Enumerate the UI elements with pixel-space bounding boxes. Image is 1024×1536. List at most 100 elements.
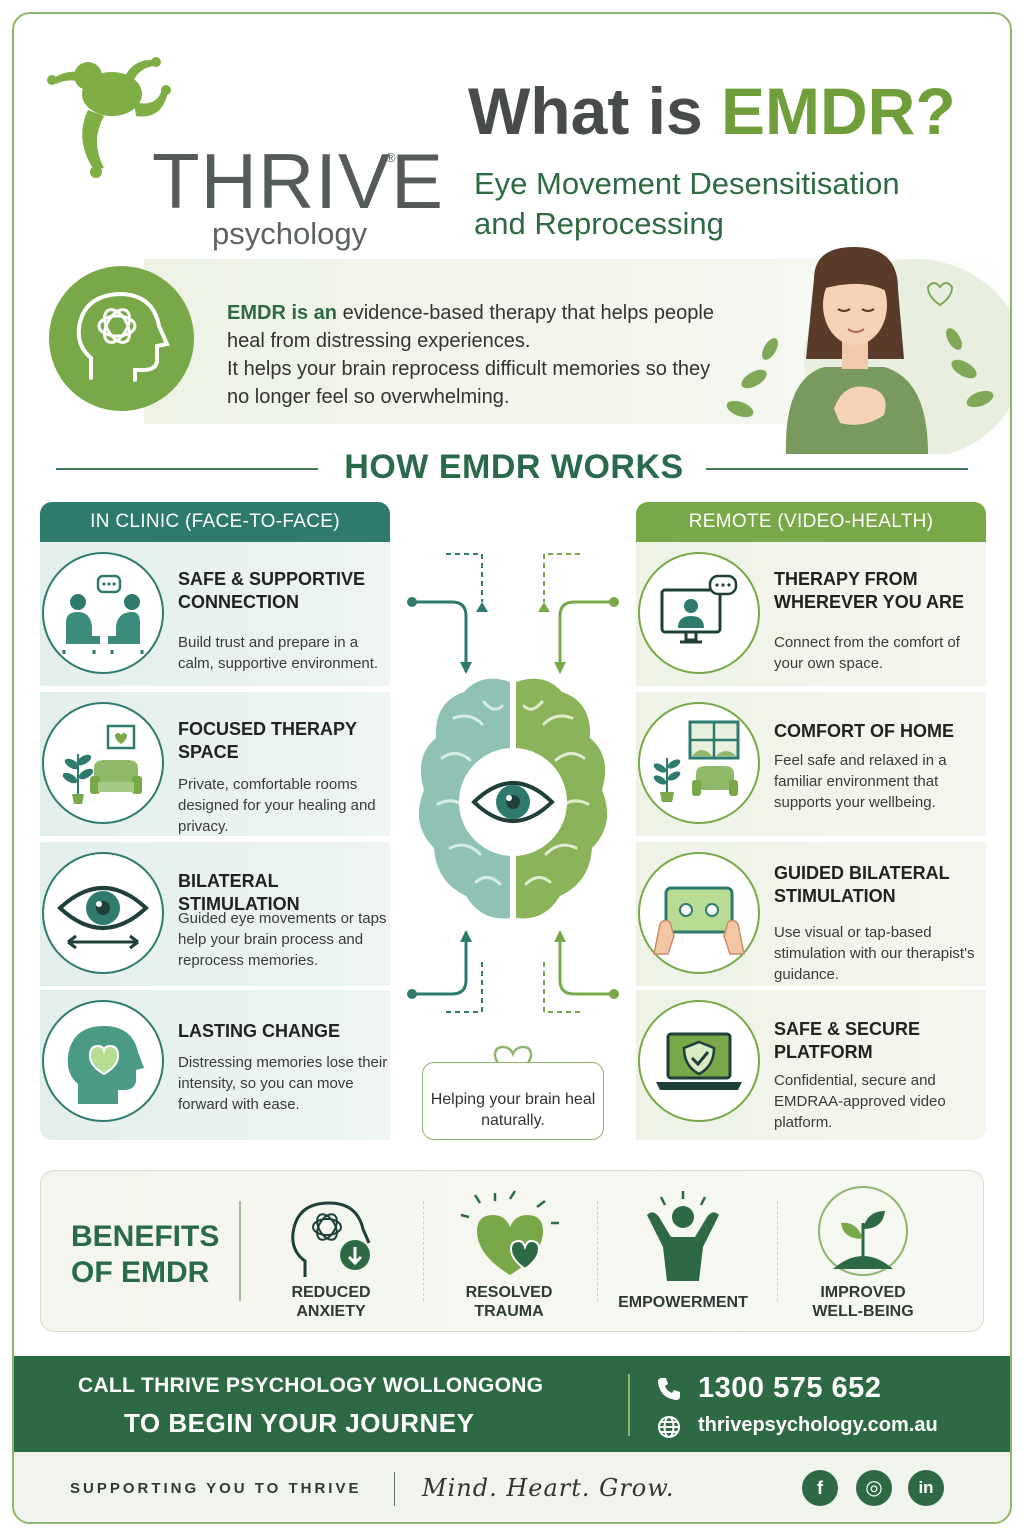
brain-diagram bbox=[407, 553, 619, 1013]
clinic-card-1: SAFE & SUPPORTIVE CONNECTION Build trust… bbox=[40, 542, 390, 686]
intro-text-2: It helps your brain reprocess difficult … bbox=[227, 358, 711, 408]
benefit-3-line-1: EMPOWERMENT bbox=[618, 1294, 748, 1311]
arrow-out-bottom-right bbox=[558, 932, 614, 996]
phone-number[interactable]: 1300 575 652 bbox=[698, 1372, 882, 1404]
instagram-icon[interactable]: ◎ bbox=[856, 1470, 892, 1506]
home-window-icon bbox=[638, 702, 760, 824]
remote-card-4-title: SAFE & SECURE PLATFORM bbox=[774, 1019, 921, 1062]
arrow-in-top-left bbox=[412, 600, 468, 672]
intro-bold: EMDR is an bbox=[227, 302, 338, 324]
center-caption-box: Helping your brain heal naturally. bbox=[422, 1062, 604, 1140]
remote-card-1-title: THERAPY FROM WHEREVER YOU ARE bbox=[774, 569, 965, 612]
section-title: HOW EMDR WORKS bbox=[344, 448, 684, 486]
clinic-card-4: LASTING CHANGE Distressing memories lose… bbox=[40, 990, 390, 1140]
clinic-card-4-title: LASTING CHANGE bbox=[178, 1021, 340, 1041]
clinic-card-4-desc: Distressing memories lose their intensit… bbox=[178, 1054, 388, 1113]
clinic-card-3: BILATERAL STIMULATION Guided eye movemen… bbox=[40, 842, 390, 986]
call-to-action-band: CALL THRIVE PSYCHOLOGY WOLLONGONG TO BEG… bbox=[14, 1356, 1010, 1452]
armchair-plant-icon bbox=[42, 702, 164, 824]
footer-divider bbox=[394, 1472, 395, 1506]
clinic-card-2: FOCUSED THERAPY SPACE Private, comfortab… bbox=[40, 692, 390, 836]
call-divider bbox=[628, 1374, 630, 1436]
remote-card-3-title: GUIDED BILATERAL STIMULATION bbox=[774, 863, 950, 906]
benefit-4-line-2: WELL-BEING bbox=[812, 1303, 914, 1320]
footer: SUPPORTING YOU TO THRIVE Mind. Heart. Gr… bbox=[14, 1452, 1010, 1522]
globe-icon bbox=[658, 1416, 680, 1438]
call-line-2: TO BEGIN YOUR JOURNEY bbox=[124, 1408, 475, 1438]
head-brain-icon bbox=[76, 291, 170, 382]
eye-arrows-icon bbox=[42, 852, 164, 974]
tablet-hands-icon bbox=[638, 852, 760, 974]
benefits-dashed-divider-3 bbox=[777, 1201, 778, 1301]
remote-card-4-desc: Confidential, secure and EMDRAA-approved… bbox=[774, 1072, 946, 1131]
page-subtitle: Eye Movement Desensitisation and Reproce… bbox=[474, 164, 974, 244]
benefits-title-line-1: BENEFITS bbox=[71, 1220, 220, 1253]
frog-icon bbox=[47, 57, 171, 178]
benefit-1-line-2: ANXIETY bbox=[296, 1303, 366, 1320]
benefits-title: BENEFITS OF EMDR bbox=[71, 1219, 219, 1291]
clinic-card-1-desc: Build trust and prepare in a calm, suppo… bbox=[178, 634, 379, 672]
woman-illustration bbox=[726, 247, 1010, 454]
intro-text-1: evidence-based therapy that helps people… bbox=[227, 302, 714, 352]
page-title: What is EMDR? bbox=[468, 78, 956, 144]
benefits-divider bbox=[239, 1201, 241, 1301]
benefit-improved-wellbeing: IMPROVED WELL-BEING bbox=[783, 1171, 943, 1331]
website-link[interactable]: thrivepsychology.com.au bbox=[698, 1414, 938, 1436]
benefit-empowerment: EMPOWERMENT bbox=[603, 1171, 763, 1331]
section-rule-right bbox=[706, 468, 968, 470]
clinic-card-3-desc: Guided eye movements or taps help your b… bbox=[178, 910, 387, 969]
remote-card-1-desc: Connect from the comfort of your own spa… bbox=[774, 634, 960, 672]
footer-tagline: SUPPORTING YOU TO THRIVE bbox=[70, 1480, 362, 1497]
logo-subtitle: psychology bbox=[212, 216, 368, 251]
clinic-card-3-title: BILATERAL STIMULATION bbox=[178, 871, 300, 914]
head-down-arrow-icon bbox=[291, 1201, 371, 1277]
clinic-card-2-title: FOCUSED THERAPY SPACE bbox=[178, 719, 357, 762]
phone-icon bbox=[658, 1378, 680, 1400]
remote-card-4: SAFE & SECURE PLATFORM Confidential, sec… bbox=[636, 990, 986, 1140]
subtitle-line-1: Eye Movement Desensitisation bbox=[474, 166, 900, 201]
benefit-label-1: REDUCED ANXIETY bbox=[251, 1283, 411, 1321]
sprout-icon bbox=[818, 1186, 908, 1276]
infographic-frame: THRIVE ® psychology What is EMDR? Eye Mo… bbox=[12, 12, 1012, 1524]
section-rule-left bbox=[56, 468, 318, 470]
benefit-2-line-1: RESOLVED bbox=[465, 1284, 553, 1301]
dashed-arrow-bottom-right bbox=[543, 962, 580, 1013]
center-caption: Helping your brain heal naturally. bbox=[430, 1091, 596, 1129]
intro-paragraph: EMDR is an evidence-based therapy that h… bbox=[227, 299, 727, 411]
remote-card-3: GUIDED BILATERAL STIMULATION Use visual … bbox=[636, 842, 986, 986]
benefits-title-line-2: OF EMDR bbox=[71, 1256, 210, 1289]
facebook-icon[interactable]: f bbox=[802, 1470, 838, 1506]
call-line-1: CALL THRIVE PSYCHOLOGY WOLLONGONG bbox=[78, 1374, 544, 1397]
remote-heading: REMOTE (VIDEO-HEALTH) bbox=[636, 502, 986, 542]
benefit-1-line-1: REDUCED bbox=[291, 1284, 371, 1301]
dashed-arrow-top-left bbox=[446, 553, 483, 602]
remote-card-3-desc: Use visual or tap-based stimulation with… bbox=[774, 924, 975, 983]
subtitle-line-2: and Reprocessing bbox=[474, 206, 724, 241]
benefit-resolved-trauma: RESOLVED TRAUMA bbox=[429, 1171, 589, 1331]
arrow-out-bottom-left bbox=[412, 932, 468, 996]
clinic-heading: IN CLINIC (FACE-TO-FACE) bbox=[40, 502, 390, 542]
dashed-arrow-top-right bbox=[543, 553, 580, 602]
benefits-panel: BENEFITS OF EMDR REDUCED ANXIETY RESOLVED… bbox=[40, 1170, 984, 1332]
hearts-icon bbox=[460, 1190, 559, 1275]
logo-wordmark: THRIVE bbox=[152, 137, 445, 225]
benefits-dashed-divider-2 bbox=[597, 1201, 598, 1301]
thrive-logo: THRIVE ® psychology bbox=[44, 50, 443, 260]
benefit-4-line-1: IMPROVED bbox=[820, 1284, 906, 1301]
footer-script-slogan: Mind. Heart. Grow. bbox=[422, 1474, 675, 1502]
registered-mark: ® bbox=[386, 150, 396, 165]
person-raised-arms-icon bbox=[647, 1191, 719, 1281]
title-accent: EMDR? bbox=[721, 74, 956, 148]
arrow-in-top-right bbox=[558, 600, 614, 672]
linkedin-icon[interactable]: in bbox=[908, 1470, 944, 1506]
center-eye-icon bbox=[471, 781, 555, 823]
dashed-arrow-bottom-left bbox=[446, 962, 483, 1013]
benefit-label-2: RESOLVED TRAUMA bbox=[429, 1283, 589, 1321]
clinic-card-2-desc: Private, comfortable rooms designed for … bbox=[178, 776, 376, 835]
remote-card-2-desc: Feel safe and relaxed in a familiar envi… bbox=[774, 752, 947, 811]
benefit-reduced-anxiety: REDUCED ANXIETY bbox=[251, 1171, 411, 1331]
people-talking-icon bbox=[42, 552, 164, 674]
head-heart-icon bbox=[42, 1000, 164, 1122]
benefit-2-line-2: TRAUMA bbox=[474, 1303, 544, 1320]
benefit-label-3: EMPOWERMENT bbox=[603, 1293, 763, 1312]
